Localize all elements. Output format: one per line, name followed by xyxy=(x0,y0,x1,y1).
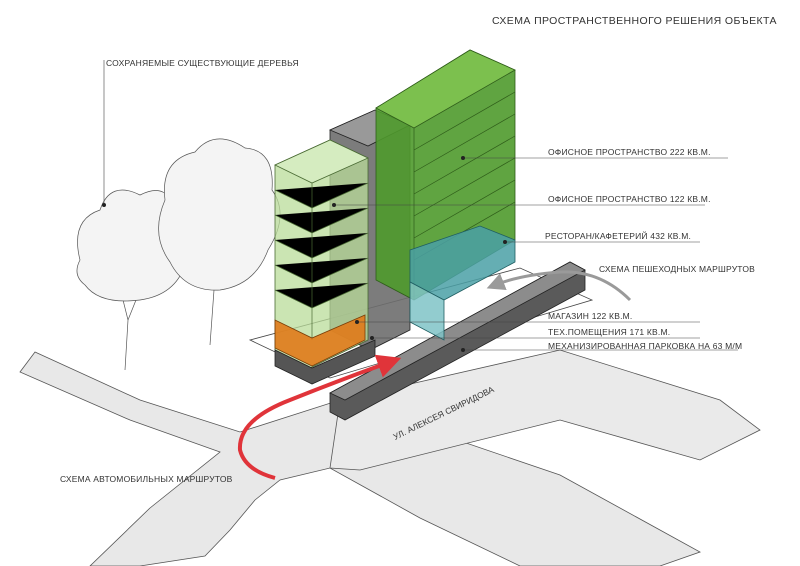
light-green-office-tower xyxy=(274,139,369,369)
tree-right-crown xyxy=(158,138,281,291)
label-parking: МЕХАНИЗИРОВАННАЯ ПАРКОВКА НА 63 М/М xyxy=(548,341,743,351)
label-office-122: ОФИСНОЕ ПРОСТРАНСТВО 122 КВ.М. xyxy=(548,194,711,204)
pedestrian-route-arrow xyxy=(486,270,632,302)
road-network xyxy=(0,267,761,566)
label-trees: СОХРАНЯЕМЫЕ СУЩЕСТВУЮЩИЕ ДЕРЕВЬЯ xyxy=(106,58,299,68)
callout-dots xyxy=(102,156,507,352)
label-pedestrian: СХЕМА ПЕШЕХОДНЫХ МАРШРУТОВ xyxy=(599,264,755,274)
label-shop: МАГАЗИН 122 КВ.М. xyxy=(548,311,633,321)
label-restaurant: РЕСТОРАН/КАФЕТЕРИЙ 432 КВ.М. xyxy=(545,231,692,241)
restaurant-block xyxy=(409,225,516,341)
shop-block xyxy=(274,314,366,367)
label-tech: ТЕХ.ПОМЕЩЕНИЯ 171 КВ.М. xyxy=(548,327,671,337)
label-car-routes: СХЕМА АВТОМОБИЛЬНЫХ МАРШРУТОВ xyxy=(60,474,233,484)
diagram-title: СХЕМА ПРОСТРАНСТВЕННОГО РЕШЕНИЯ ОБЪЕКТА xyxy=(492,15,777,27)
road-upper xyxy=(329,349,761,471)
label-office-222: ОФИСНОЕ ПРОСТРАНСТВО 222 КВ.М. xyxy=(548,147,711,157)
existing-trees xyxy=(76,138,281,371)
car-route-arrow xyxy=(237,354,402,480)
callout-lines xyxy=(103,60,738,351)
